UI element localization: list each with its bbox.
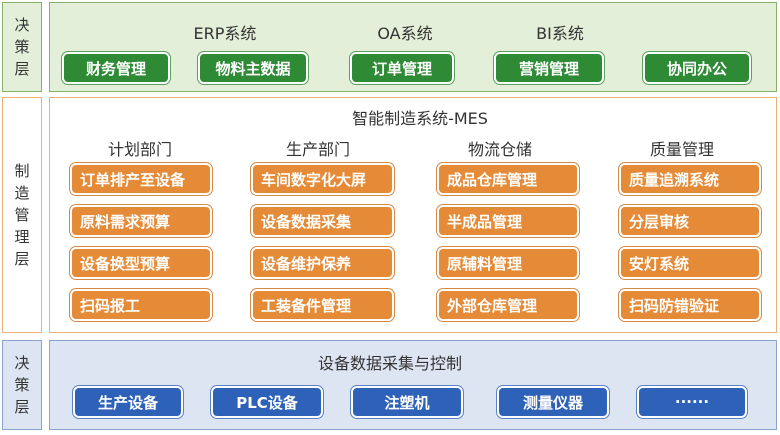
layered-audit-button[interactable]: 分层审核 bbox=[619, 205, 761, 237]
marketing-management-button[interactable]: 营销管理 bbox=[494, 52, 604, 84]
tooling-spares-button[interactable]: 工装备件管理 bbox=[251, 289, 394, 321]
finance-management-button[interactable]: 财务管理 bbox=[62, 52, 170, 84]
measuring-instrument-button[interactable]: 测量仪器 bbox=[497, 386, 609, 418]
side-char: 理 bbox=[14, 228, 30, 246]
order-management-button[interactable]: 订单管理 bbox=[350, 52, 454, 84]
bi-header: BI系统 bbox=[536, 24, 584, 43]
bot-layer-side-label: 决 策 层 bbox=[2, 340, 42, 430]
side-char: 制 bbox=[14, 162, 30, 180]
material-master-data-button[interactable]: 物料主数据 bbox=[198, 52, 308, 84]
semi-finished-button[interactable]: 半成品管理 bbox=[437, 205, 579, 237]
mid-layer-side-label: 制 造 管 理 层 bbox=[2, 97, 42, 333]
erp-header: ERP系统 bbox=[193, 24, 257, 43]
side-char: 策 bbox=[14, 38, 30, 56]
side-char: 层 bbox=[14, 398, 30, 416]
scan-error-proofing-button[interactable]: 扫码防错验证 bbox=[619, 289, 761, 321]
quality-header: 质量管理 bbox=[649, 140, 714, 159]
external-warehouse-button[interactable]: 外部仓库管理 bbox=[437, 289, 579, 321]
equipment-maintenance-button[interactable]: 设备维护保养 bbox=[251, 247, 394, 279]
side-char: 决 bbox=[14, 354, 30, 372]
workshop-screen-button[interactable]: 车间数字化大屏 bbox=[251, 163, 394, 195]
side-char: 策 bbox=[14, 376, 30, 394]
more-devices-button[interactable]: ······ bbox=[637, 386, 747, 418]
raw-materials-button[interactable]: 原辅料管理 bbox=[437, 247, 579, 279]
logistics-header: 物流仓储 bbox=[467, 140, 532, 159]
production-equipment-button[interactable]: 生产设备 bbox=[73, 386, 183, 418]
data-collection-title: 设备数据采集与控制 bbox=[317, 354, 462, 373]
top-layer-side-label: 决 策 层 bbox=[2, 2, 42, 92]
side-char: 层 bbox=[14, 250, 30, 268]
side-char: 造 bbox=[14, 184, 30, 202]
side-char: 层 bbox=[14, 60, 30, 78]
side-char: 决 bbox=[14, 16, 30, 34]
equipment-data-collection-button[interactable]: 设备数据采集 bbox=[251, 205, 394, 237]
order-scheduling-button[interactable]: 订单排产至设备 bbox=[70, 163, 212, 195]
plc-equipment-button[interactable]: PLC设备 bbox=[211, 386, 323, 418]
quality-traceability-button[interactable]: 质量追溯系统 bbox=[619, 163, 761, 195]
scan-report-button[interactable]: 扫码报工 bbox=[70, 289, 212, 321]
changeover-budget-button[interactable]: 设备换型预算 bbox=[70, 247, 212, 279]
production-dept-header: 生产部门 bbox=[285, 140, 350, 159]
injection-machine-button[interactable]: 注塑机 bbox=[351, 386, 463, 418]
planning-dept-header: 计划部门 bbox=[107, 140, 172, 159]
side-char: 管 bbox=[14, 206, 30, 224]
finished-warehouse-button[interactable]: 成品仓库管理 bbox=[437, 163, 579, 195]
mes-title: 智能制造系统-MES bbox=[352, 109, 488, 128]
collaborative-office-button[interactable]: 协同办公 bbox=[643, 52, 751, 84]
material-budget-button[interactable]: 原料需求预算 bbox=[70, 205, 212, 237]
andon-system-button[interactable]: 安灯系统 bbox=[619, 247, 761, 279]
oa-header: OA系统 bbox=[377, 24, 433, 43]
